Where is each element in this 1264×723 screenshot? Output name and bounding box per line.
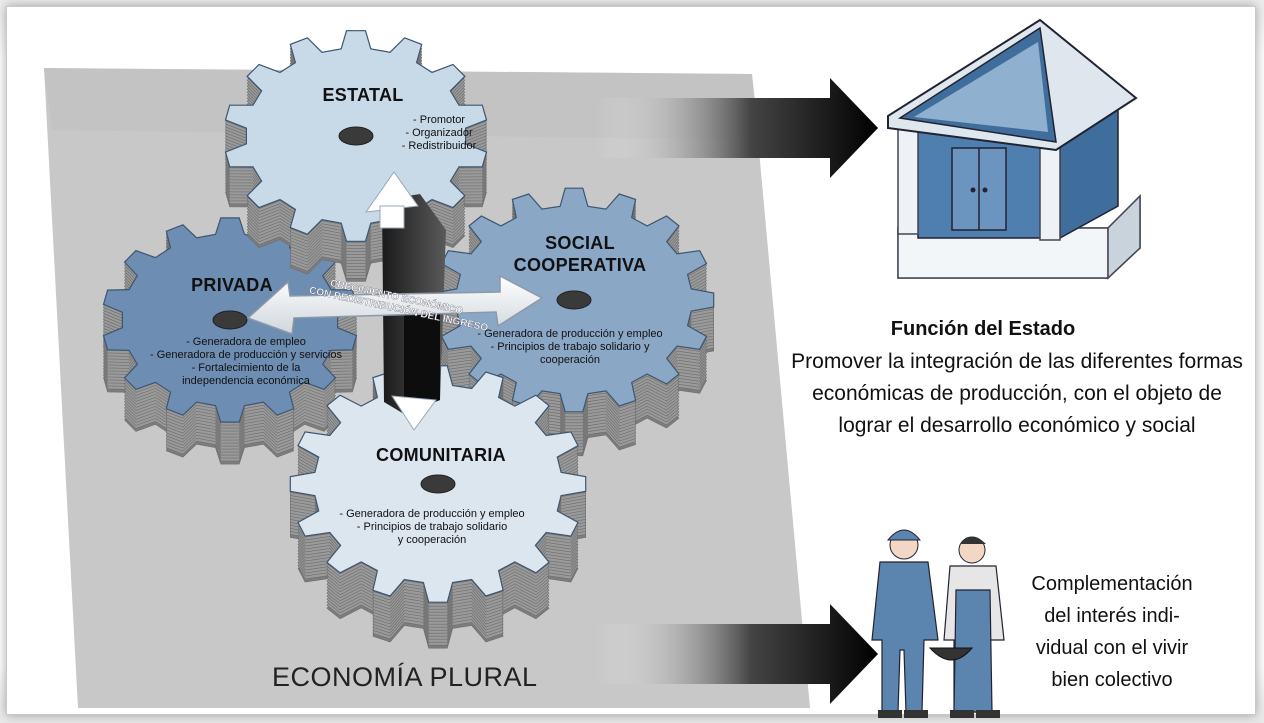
funcion-line: lograr el desarrollo económico y social xyxy=(838,414,1196,437)
complementacion-text: Complementación del interés indi- vidual… xyxy=(1012,568,1212,696)
government-building-icon xyxy=(887,18,1141,280)
funcion-line: Promover la integración de las diferente… xyxy=(791,350,1243,373)
complement-line: vidual con el vivir xyxy=(1035,637,1189,659)
gear-social-title-line2: COOPERATIVA xyxy=(513,255,647,275)
gear-comunitaria xyxy=(289,365,587,649)
gear-estatal xyxy=(224,30,488,282)
funcion-del-estado-text: Promover la integración de las diferente… xyxy=(778,346,1256,442)
funcion-del-estado-title: Función del Estado xyxy=(890,318,1076,340)
gear-estatal-item: - Promotor xyxy=(413,114,465,126)
gear-privada-title: PRIVADA xyxy=(191,275,273,295)
gear-comunitaria-item: y cooperación xyxy=(397,534,467,546)
gear-social-title-line1: SOCIAL xyxy=(545,233,615,253)
funcion-line: económicas de producción, con el objeto … xyxy=(812,382,1222,405)
gear-social-item: - Principios de trabajo solidario y xyxy=(490,341,650,353)
gear-social xyxy=(433,187,715,457)
complement-line: Complementación xyxy=(1031,573,1193,595)
gear-comunitaria-title: COMUNITARIA xyxy=(376,445,506,465)
gear-privada-item: - Fortalecimiento de la xyxy=(191,362,301,374)
gear-social-items: - Generadora de producción y empleo - Pr… xyxy=(470,328,670,367)
gear-comunitaria-item: - Generadora de producción y empleo xyxy=(339,508,525,520)
economia-plural-label: ECONOMÍA PLURAL xyxy=(272,662,538,692)
gear-social-title: SOCIAL COOPERATIVA xyxy=(510,232,650,276)
gear-privada-item: - Generadora de empleo xyxy=(186,336,306,348)
gear-estatal-item: - Redistribuidor xyxy=(401,140,477,152)
gear-social-item: - Generadora de producción y empleo xyxy=(477,328,663,340)
gear-comunitaria-items: - Generadora de producción y empleo - Pr… xyxy=(332,508,532,547)
gear-estatal-item: - Organizador xyxy=(405,127,473,139)
workers-icon xyxy=(871,529,1005,718)
gear-privada-items: - Generadora de empleo - Generadora de p… xyxy=(138,336,354,388)
gear-social-item: cooperación xyxy=(540,354,600,366)
gear-comunitaria-item: - Principios de trabajo solidario xyxy=(356,521,508,533)
gear-estatal-items: - Promotor - Organizador - Redistribuido… xyxy=(384,114,494,153)
complement-line: del interés indi- xyxy=(1044,605,1180,627)
complement-line: bien colectivo xyxy=(1051,669,1173,691)
gear-privada-item: independencia económica xyxy=(182,375,310,387)
gear-estatal-title: ESTATAL xyxy=(322,85,404,105)
arrow-to-estado xyxy=(596,78,878,178)
gear-privada-item: - Generadora de producción y servicios xyxy=(150,349,342,361)
arrow-to-workers xyxy=(596,604,878,704)
